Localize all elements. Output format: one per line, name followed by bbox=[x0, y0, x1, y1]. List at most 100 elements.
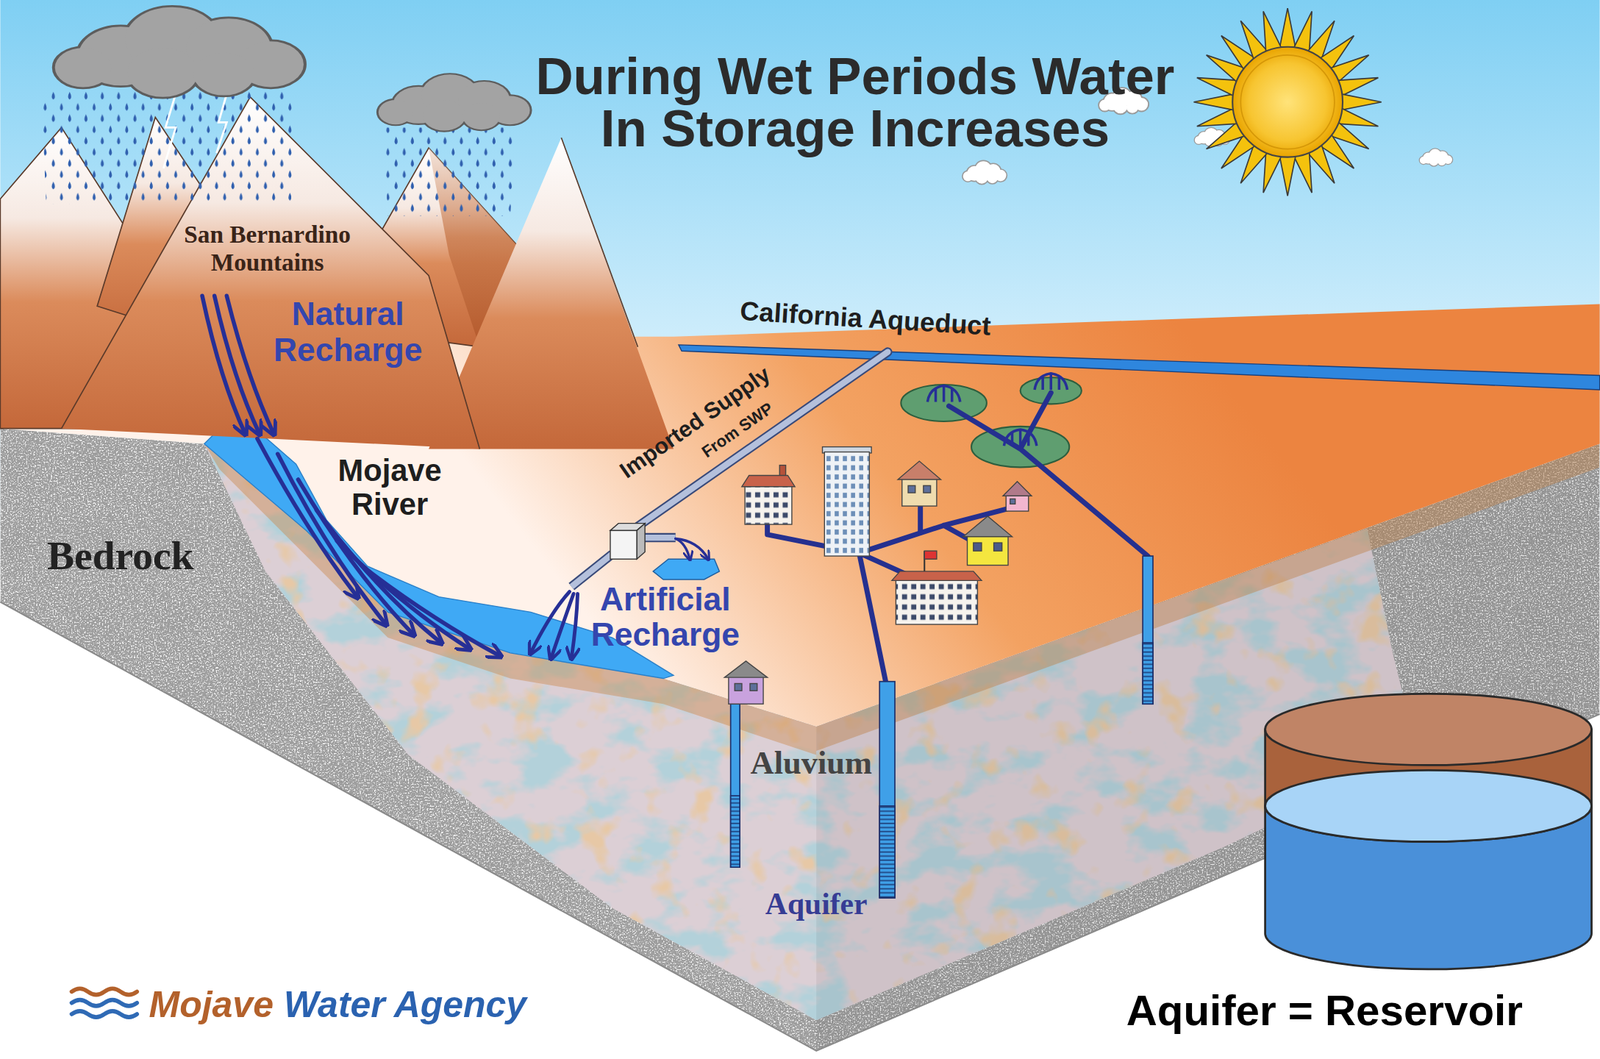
well-symbol bbox=[730, 703, 740, 867]
logo-word: Mojave bbox=[149, 983, 274, 1026]
recharge-arrow bbox=[202, 295, 500, 656]
aqueduct-channel bbox=[678, 344, 1600, 390]
sun-symbol bbox=[1293, 151, 1320, 195]
logo-waves bbox=[71, 988, 137, 995]
title-holder: During Wet Periods Water In Storage Incr… bbox=[516, 50, 1194, 156]
layer-label: Aquifer bbox=[765, 886, 868, 923]
rain-cloud bbox=[55, 7, 304, 98]
mountain-label: San Bernardino Mountains bbox=[172, 220, 362, 276]
artificial-recharge-arrow bbox=[675, 538, 709, 559]
supply-pipe bbox=[642, 533, 675, 542]
sun-symbol bbox=[1193, 8, 1381, 196]
irrigated-field bbox=[900, 377, 1082, 467]
supply-pipe bbox=[610, 530, 637, 559]
logo-word: Water Agency bbox=[283, 983, 527, 1026]
sky-cloud bbox=[1419, 149, 1453, 167]
recharge-arrow bbox=[214, 295, 260, 434]
building-symbol bbox=[891, 571, 982, 581]
building-symbol bbox=[741, 475, 795, 487]
building-symbol bbox=[902, 477, 937, 506]
well-symbol bbox=[879, 681, 895, 898]
supply-pipe bbox=[571, 352, 888, 587]
building-symbol bbox=[734, 683, 742, 691]
irrigated-field bbox=[900, 384, 987, 422]
rain-cloud bbox=[55, 7, 304, 98]
sprinkler-symbol bbox=[927, 385, 960, 402]
label-holder: Aquifer bbox=[765, 886, 868, 923]
rain-symbol bbox=[163, 94, 176, 169]
label-holder: Natural Recharge bbox=[258, 297, 438, 370]
building-symbol bbox=[1010, 498, 1016, 504]
sun-symbol bbox=[1240, 55, 1335, 150]
analogy-caption: Aquifer = Reservoir bbox=[1126, 985, 1523, 1035]
building-symbol bbox=[728, 675, 764, 704]
building-symbol bbox=[1005, 493, 1029, 512]
sun-symbol bbox=[1255, 9, 1282, 53]
building-symbol bbox=[1002, 481, 1032, 496]
diagram-title: During Wet Periods Water In Storage Incr… bbox=[516, 50, 1194, 156]
label-holder: Aquifer = Reservoir bbox=[1126, 985, 1523, 1035]
logo-waves bbox=[71, 1011, 137, 1017]
well-symbol bbox=[1142, 642, 1153, 704]
sun-symbol bbox=[1340, 94, 1381, 111]
building-symbol bbox=[967, 534, 1009, 566]
building-symbol bbox=[994, 542, 1003, 551]
well-symbol bbox=[1142, 555, 1153, 704]
well-symbol bbox=[879, 805, 895, 898]
building-symbol bbox=[908, 485, 916, 493]
layer-label: Bedrock bbox=[47, 532, 194, 580]
well-symbol bbox=[730, 555, 1153, 898]
recharge-arrow bbox=[202, 295, 245, 434]
building-symbol bbox=[724, 661, 767, 678]
recharge-arrow bbox=[226, 295, 274, 434]
rain-cloud bbox=[55, 7, 531, 131]
rain-symbol bbox=[216, 94, 227, 153]
supply-pipe bbox=[642, 534, 675, 541]
building-symbol bbox=[924, 550, 937, 559]
building-symbol bbox=[724, 447, 1032, 705]
process-label: Natural Recharge bbox=[258, 297, 438, 370]
sky-cloud bbox=[1419, 149, 1453, 167]
supply-pipe bbox=[636, 523, 645, 560]
rain-symbol bbox=[383, 127, 516, 217]
building-symbol bbox=[973, 542, 982, 551]
label-holder: Aluvium bbox=[750, 744, 873, 783]
reservoir-cylinder bbox=[1265, 769, 1592, 842]
reservoir-cylinder bbox=[1265, 693, 1592, 765]
sun-symbol bbox=[1193, 94, 1234, 111]
artificial-recharge-arrow bbox=[551, 593, 575, 658]
building-symbol bbox=[923, 485, 931, 493]
process-label: Artificial Recharge bbox=[580, 581, 750, 654]
label-holder: Mojave River bbox=[328, 454, 452, 523]
well-symbol bbox=[730, 795, 740, 867]
label-holder: Artificial Recharge bbox=[580, 581, 750, 654]
sun-symbol bbox=[1232, 47, 1343, 158]
sprinkler-symbol bbox=[927, 373, 1067, 446]
sky-cloud bbox=[963, 161, 1007, 184]
rain-cloud bbox=[378, 74, 531, 131]
building-symbol bbox=[824, 452, 870, 557]
sun-symbol bbox=[1194, 108, 1239, 135]
label-holder: Bedrock bbox=[47, 532, 194, 580]
water-pipe bbox=[767, 392, 1148, 682]
sun-symbol bbox=[1279, 8, 1296, 49]
rain-cloud bbox=[378, 74, 531, 131]
building-symbol bbox=[750, 683, 758, 691]
water-pipe bbox=[949, 392, 1149, 556]
sky-cloud bbox=[963, 161, 1007, 184]
building-symbol bbox=[744, 485, 792, 525]
river-label: Mojave River bbox=[328, 454, 452, 523]
rain-symbol bbox=[41, 89, 297, 204]
sprinkler-symbol bbox=[1003, 429, 1037, 446]
building-symbol bbox=[963, 516, 1013, 537]
reservoir-cylinder bbox=[1265, 693, 1592, 970]
